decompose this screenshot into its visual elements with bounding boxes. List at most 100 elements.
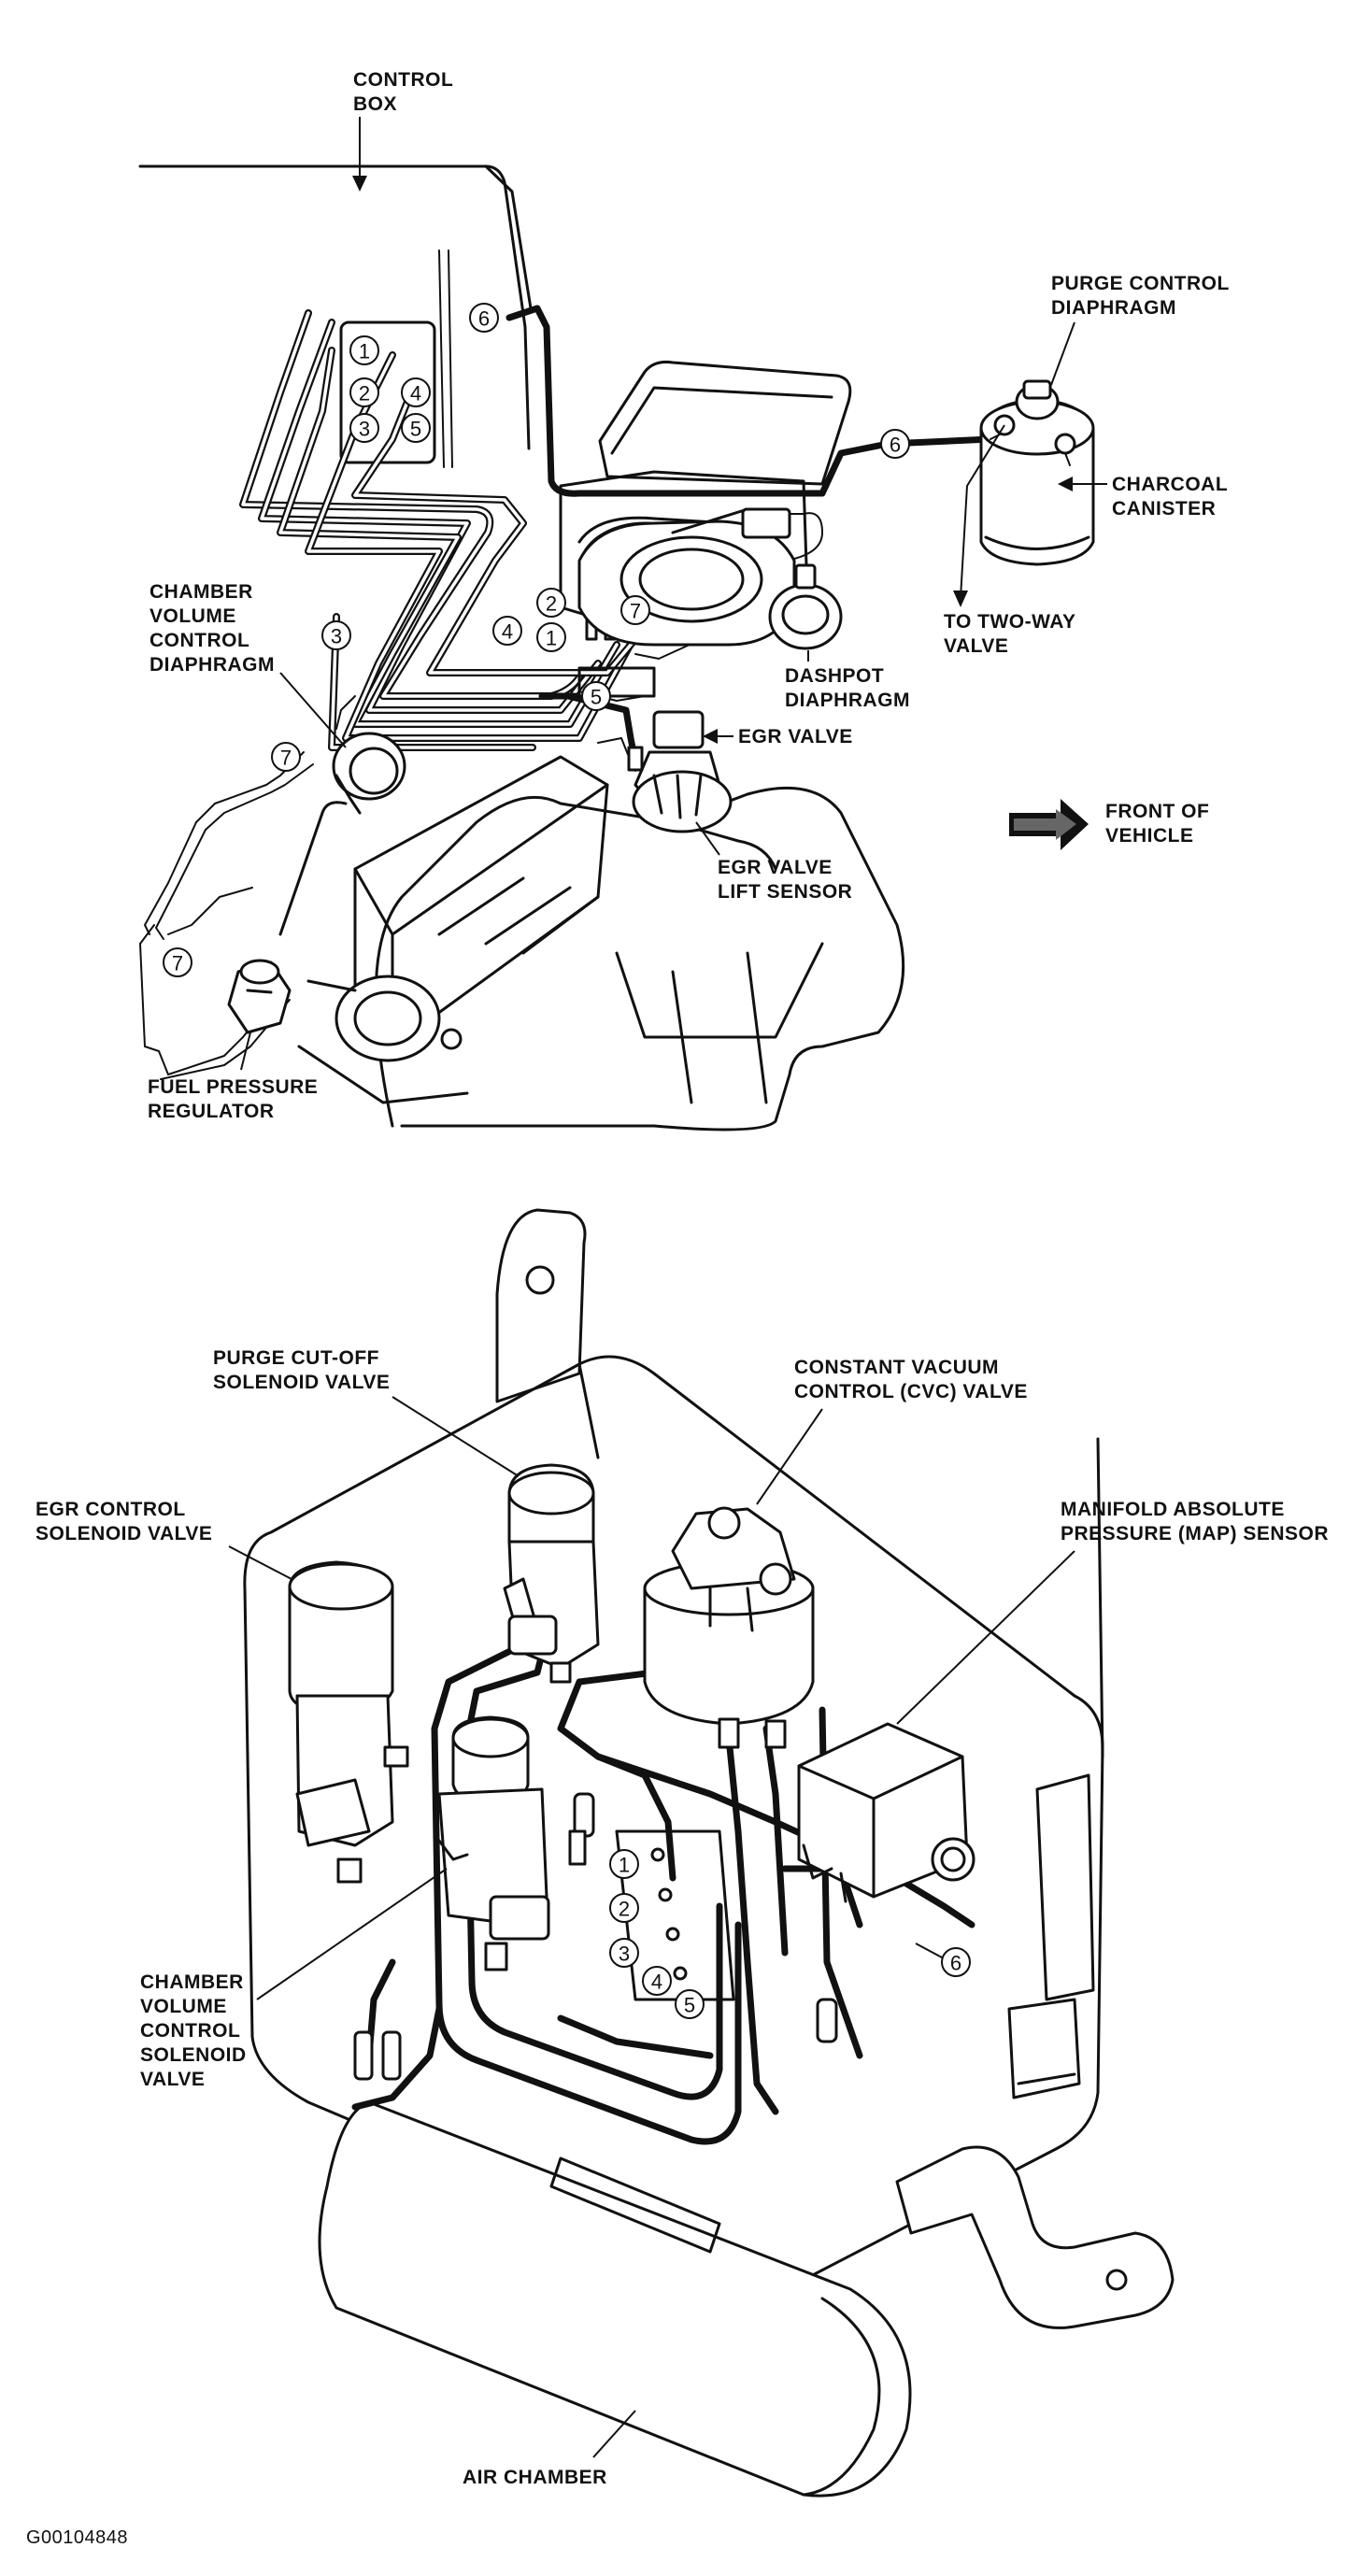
six-leader — [915, 1943, 943, 1958]
control-box-housing — [243, 1355, 1104, 2288]
svg-text:6: 6 — [478, 307, 490, 331]
svg-text:2: 2 — [619, 1898, 630, 1921]
bottom-hose-number-5: 5 — [675, 1989, 705, 2019]
bottom-labels: PURGE CUT-OFF SOLENOID VALVE CONSTANT VA… — [36, 1347, 1329, 2488]
map-sensor — [797, 1722, 975, 1903]
label-air-chamber: AIR CHAMBER — [463, 2467, 607, 2488]
hose-number-3: 3 — [349, 413, 379, 443]
cvc-valve-leader — [756, 1408, 823, 1505]
right-side-connectors — [1007, 1773, 1095, 2099]
svg-text:1: 1 — [546, 627, 557, 650]
lift-sensor-leader — [695, 821, 720, 856]
svg-text:7: 7 — [630, 600, 641, 623]
bottom-hose-number-6: 6 — [941, 1947, 971, 1977]
egr-valve-arrow — [703, 729, 718, 744]
hose-number-7c: 7 — [163, 947, 192, 977]
constant-vacuum-control-valve — [643, 1506, 815, 1749]
label-chamber-volume-control-diaphragm: CHAMBER VOLUME CONTROL DIAPHRAGM — [150, 581, 275, 676]
hose-number-5: 5 — [401, 413, 431, 443]
engine-front — [278, 755, 609, 1104]
air-chamber — [318, 2100, 912, 2498]
label-front-of-vehicle: FRONT OF VEHICLE — [1105, 801, 1216, 847]
hose-number-5b: 5 — [581, 681, 611, 711]
chamber-volume-control-solenoid-valve — [437, 1715, 550, 1971]
label-chamber-volume-control-solenoid-valve: CHAMBER VOLUME CONTROL SOLENOID VALVE — [140, 1971, 252, 2090]
svg-text:3: 3 — [619, 1943, 630, 1966]
bottom-view: 1 2 3 4 5 6 PURGE CUT-OFF SOLENOID VALVE… — [26, 1208, 1329, 2548]
hose-number-4b: 4 — [492, 616, 522, 646]
bottom-hose-number-4: 4 — [642, 1966, 672, 1996]
svg-text:4: 4 — [410, 382, 421, 406]
fuel-pressure-regulator — [227, 959, 292, 1034]
hose-number-1: 1 — [349, 335, 379, 365]
label-control-box: CONTROL BOX — [353, 69, 459, 115]
hose-number-2: 2 — [349, 377, 379, 407]
figure-id: G00104848 — [26, 2527, 128, 2548]
label-dashpot-diaphragm: DASHPOT DIAPHRAGM — [785, 665, 910, 711]
purge-cut-off-solenoid-valve — [503, 1463, 600, 1684]
front-of-vehicle-arrow-icon — [1009, 799, 1089, 850]
svg-text:1: 1 — [359, 340, 370, 363]
hose-number-6a: 6 — [469, 303, 499, 333]
egr-valve — [627, 710, 733, 833]
label-purge-cut-off-solenoid-valve: PURGE CUT-OFF SOLENOID VALVE — [213, 1347, 390, 1393]
throttle-body — [577, 507, 796, 647]
air-chamber-leader — [592, 2410, 636, 2458]
purge-control-diaphragm — [990, 379, 1076, 466]
label-fuel-pressure-regulator: FUEL PRESSURE REGULATOR — [148, 1076, 324, 1122]
label-egr-valve-lift-sensor: EGR VALVE LIFT SENSOR — [718, 857, 852, 903]
hose-number-7a: 7 — [620, 595, 650, 625]
purge-cut-off-leader — [392, 1396, 520, 1477]
bottom-hose-number-3: 3 — [609, 1938, 639, 1968]
to-two-way-valve-line — [960, 424, 1005, 599]
svg-text:2: 2 — [546, 592, 557, 616]
svg-text:3: 3 — [331, 625, 342, 648]
label-egr-valve: EGR VALVE — [738, 726, 853, 747]
svg-text:5: 5 — [684, 1994, 695, 2017]
svg-text:3: 3 — [359, 418, 370, 441]
label-charcoal-canister: CHARCOAL CANISTER — [1112, 474, 1233, 519]
mounting-bracket — [495, 1208, 587, 1403]
top-labels: CONTROL BOX PURGE CONTROL DIAPHRAGM CHAR… — [148, 69, 1235, 1122]
label-purge-control-diaphragm: PURGE CONTROL DIAPHRAGM — [1051, 273, 1235, 319]
svg-text:4: 4 — [651, 1971, 662, 1994]
egr-control-leader — [228, 1545, 292, 1580]
svg-text:6: 6 — [890, 434, 901, 457]
egr-control-solenoid-valve — [288, 1560, 409, 1884]
svg-text:4: 4 — [502, 620, 513, 644]
fuel-pressure-regulator-leader — [240, 1032, 251, 1071]
dashpot-diaphragm — [768, 563, 843, 650]
hose-number-3b: 3 — [321, 620, 351, 650]
svg-text:7: 7 — [172, 952, 183, 975]
svg-text:2: 2 — [359, 382, 370, 406]
chamber-diaphragm-leader — [279, 672, 347, 748]
label-to-two-way-valve: TO TWO-WAY VALVE — [944, 611, 1081, 657]
control-box-arrow — [352, 176, 367, 192]
label-constant-vacuum-control-valve: CONSTANT VACUUM CONTROL (CVC) VALVE — [794, 1357, 1028, 1402]
hose-number-4: 4 — [401, 377, 431, 407]
label-map-sensor: MANIFOLD ABSOLUTE PRESSURE (MAP) SENSOR — [1061, 1499, 1329, 1544]
svg-text:5: 5 — [591, 686, 602, 709]
hose-number-6b: 6 — [880, 429, 910, 459]
charcoal-canister-arrow — [1058, 477, 1073, 491]
bottom-hose-number-1: 1 — [609, 1849, 639, 1879]
hose-number-2b: 2 — [536, 588, 566, 618]
label-egr-control-solenoid-valve: EGR CONTROL SOLENOID VALVE — [36, 1499, 212, 1544]
svg-text:5: 5 — [410, 418, 421, 441]
manifold-port-block — [353, 1792, 838, 2081]
bottom-hose-number-2: 2 — [609, 1893, 639, 1923]
support-bracket — [895, 2145, 1175, 2329]
hose-number-7b: 7 — [271, 742, 301, 772]
to-two-way-valve-arrow — [953, 591, 968, 607]
purge-control-diaphragm-leader — [1050, 321, 1075, 386]
cvc-solenoid-leader — [256, 1868, 448, 2000]
hose-numbers-top: 1 2 3 4 5 6 6 3 4 2 1 7 5 7 7 — [163, 303, 910, 977]
svg-text:6: 6 — [950, 1952, 961, 1975]
top-view: 1 2 3 4 5 6 6 3 4 2 1 7 5 7 7 CONTROL BO — [138, 69, 1235, 1131]
svg-text:7: 7 — [280, 747, 292, 770]
svg-text:1: 1 — [619, 1854, 630, 1877]
chamber-volume-control-diaphragm — [332, 732, 406, 815]
hose-number-1b: 1 — [536, 622, 566, 652]
map-sensor-leader — [896, 1550, 1075, 1725]
